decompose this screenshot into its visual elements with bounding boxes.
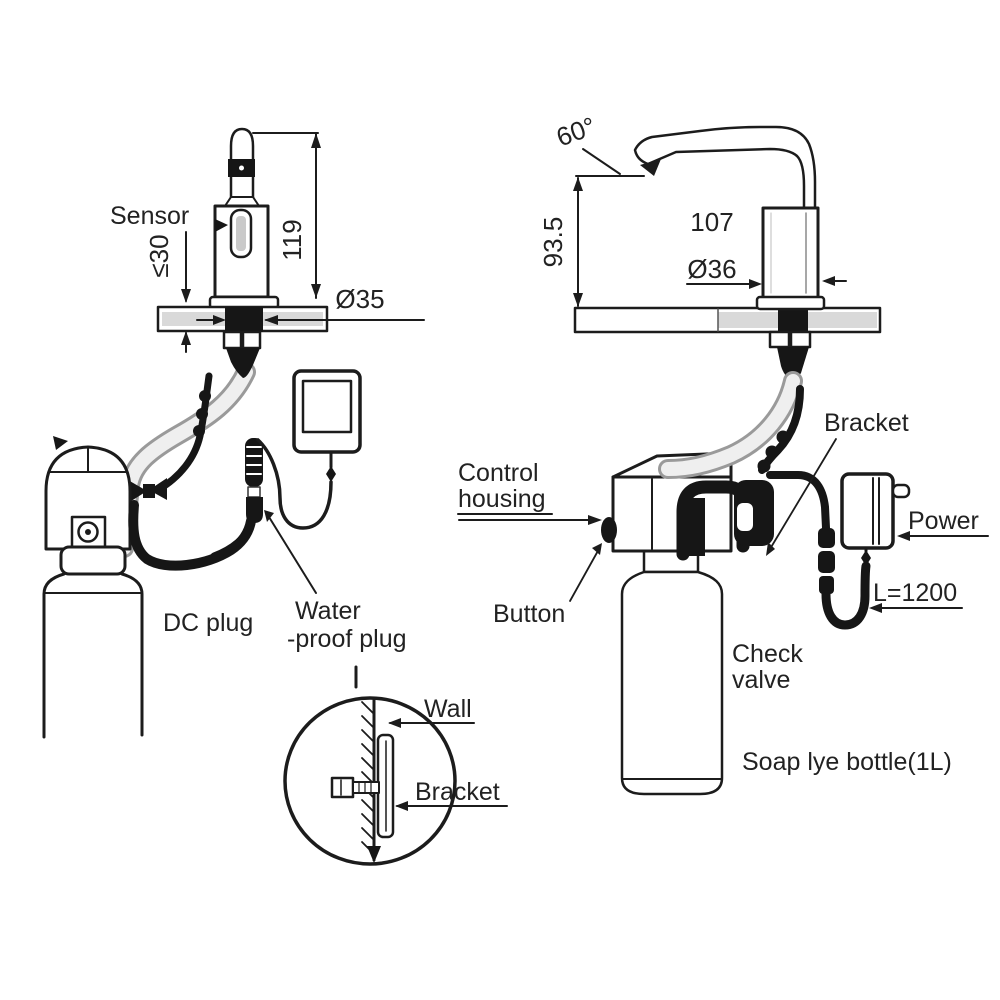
left-spout-unit (208, 127, 280, 310)
control-housing-label-line2: housing (458, 485, 546, 513)
housing-button (601, 517, 617, 543)
wall-callout: Wall (388, 695, 475, 728)
dia-35-label: Ø35 (335, 284, 384, 314)
dimension-93-5: 93.5 (538, 177, 583, 307)
dimension-deck-max-30: ≤30 (144, 231, 191, 353)
wall-label: Wall (424, 695, 472, 723)
left-diagram: 119 ≤30 Ø35 Sensor DC plug Water (42, 127, 508, 866)
control-housing-arrow-icon (588, 515, 602, 525)
right-spout (633, 125, 826, 311)
wall-hatching (361, 701, 375, 855)
dim-30-label: ≤30 (144, 234, 174, 277)
cable-length-label: L=1200 (873, 579, 957, 607)
control-housing-label-line1: Control (458, 459, 539, 487)
soap-bottle-label: Soap lye bottle(1L) (742, 748, 952, 776)
bracket-detail-label: Bracket (415, 778, 500, 806)
sensor-arrow-icon (215, 219, 228, 232)
wall-arrow-icon (388, 718, 401, 728)
goose-neck-tube (633, 125, 817, 210)
right-deck (573, 306, 882, 334)
mounting-screw (330, 776, 380, 799)
button-arrow-icon (592, 543, 602, 555)
bracket-arrow-icon-right (766, 542, 775, 556)
waterproof-arrow-icon (264, 510, 274, 522)
check-valve-label-line2: valve (732, 666, 790, 694)
spout-tip (640, 159, 661, 176)
bottle-cap (59, 545, 127, 576)
right-bottle (620, 549, 724, 796)
check-valve-callout: Check valve (732, 640, 803, 694)
plug-prong (891, 483, 911, 499)
cable-length-callout: L=1200 (869, 579, 963, 613)
dc-plug-connector (128, 478, 167, 503)
left-soap-tube (114, 362, 256, 558)
left-bottle (42, 545, 144, 739)
right-power-adapter (840, 472, 911, 550)
bracket-label: Bracket (824, 409, 909, 437)
waterproof-plug-connector (210, 438, 263, 560)
control-housing-callout: Control housing (457, 459, 602, 525)
dimension-119: 119 (252, 132, 321, 299)
left-sensor-cable (154, 372, 213, 494)
left-mounting-nut (222, 330, 262, 378)
left-control-housing (44, 436, 132, 551)
waterproof-plug-label-line2: -proof plug (287, 625, 407, 653)
dim-107-label: 107 (690, 207, 733, 237)
bracket-arrow-icon (395, 801, 408, 811)
power-label: Power (908, 507, 979, 535)
waterproof-plug-label-line1: Water (295, 597, 361, 625)
right-sensor-cable (757, 385, 804, 474)
check-valve-label-line1: Check (732, 640, 803, 668)
dimension-dia-35: Ø35 (196, 284, 425, 325)
dimension-60deg: 60° (552, 111, 645, 177)
dia-36-label: Ø36 (687, 254, 736, 284)
right-soap-tube (658, 371, 803, 479)
dimension-dia-36: Ø36 (686, 254, 847, 289)
power-callout: Power (897, 507, 989, 541)
cable-length-arrow-icon (869, 603, 882, 613)
dc-plug-label: DC plug (163, 609, 253, 637)
dim-60-label: 60° (552, 111, 599, 153)
waterproof-plug-callout: Water -proof plug (264, 510, 407, 653)
housing-power-cable (128, 500, 256, 571)
right-mounting-nut (768, 330, 812, 381)
wall-mount-detail: Wall Bracket (283, 665, 508, 866)
button-callout: Button (493, 543, 602, 628)
left-power-adapter (256, 369, 362, 530)
dim-119-label: 119 (277, 219, 307, 260)
power-arrow-icon (897, 531, 910, 541)
right-diagram: 60° 93.5 107 Ø36 (457, 111, 989, 796)
sensor-label: Sensor (110, 202, 189, 230)
bracket-callout-right: Bracket (766, 409, 909, 556)
dim-93-5-label: 93.5 (538, 217, 568, 268)
right-mounting-shank (778, 308, 808, 332)
bracket-callout: Bracket (395, 778, 508, 811)
sensor-callout: Sensor (110, 202, 228, 232)
housing-pointer-icon (53, 436, 68, 450)
right-base-flange (755, 295, 826, 311)
mounting-shank (225, 307, 263, 332)
adapter-cable (766, 471, 871, 630)
spout-body (761, 206, 820, 300)
button-label: Button (493, 600, 565, 628)
right-tube-and-bracket (676, 480, 774, 561)
